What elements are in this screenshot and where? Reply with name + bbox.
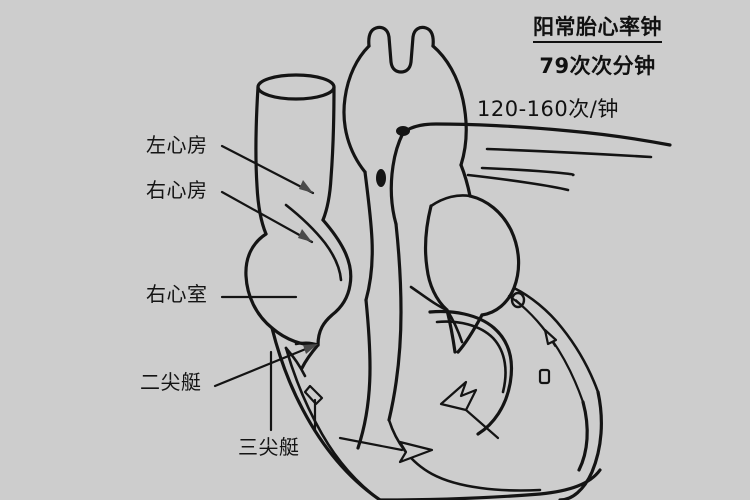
annotation-title: 阳常胎心率钟 xyxy=(533,14,662,44)
label-tricuspid-valve: 三尖艇 xyxy=(238,435,300,459)
flow-arrow-horizontal xyxy=(338,436,434,464)
leader-tricuspid-valve xyxy=(269,350,317,432)
label-left-atrium: 左心房 xyxy=(146,133,208,157)
left-atrium-chamber xyxy=(424,194,521,317)
label-mitral-valve: 二尖艇 xyxy=(140,370,202,394)
leader-left-atrium xyxy=(220,144,315,195)
pulmonary-artery-trunk xyxy=(342,25,468,174)
interventricular-septum xyxy=(356,222,403,450)
left-ventricle-inner-loop xyxy=(428,309,514,436)
aorta-right-branch xyxy=(376,122,672,226)
right-atrium-chamber xyxy=(244,203,353,347)
pulmonary-veins xyxy=(507,286,600,404)
label-right-ventricle: 右心室 xyxy=(146,282,208,306)
aortic-branch-lines xyxy=(466,147,653,192)
annotation-rate-value: 79次次分钟 xyxy=(539,54,656,79)
fetal-heart-rate-annotation: 阳常胎心率钟 79次次分钟 120-160次/钟 xyxy=(455,14,740,123)
label-right-atrium: 右心房 xyxy=(146,178,208,202)
aortic-arch xyxy=(363,163,472,302)
right-ventricle-wall xyxy=(270,326,382,500)
superior-vena-cava xyxy=(254,73,336,236)
leader-right-atrium xyxy=(220,190,314,244)
mitral-valve-leaflets xyxy=(409,285,484,354)
flow-arrow-upward xyxy=(439,380,500,440)
leader-mitral-valve xyxy=(213,342,320,388)
annotation-rate-range: 120-160次/钟 xyxy=(477,97,619,122)
